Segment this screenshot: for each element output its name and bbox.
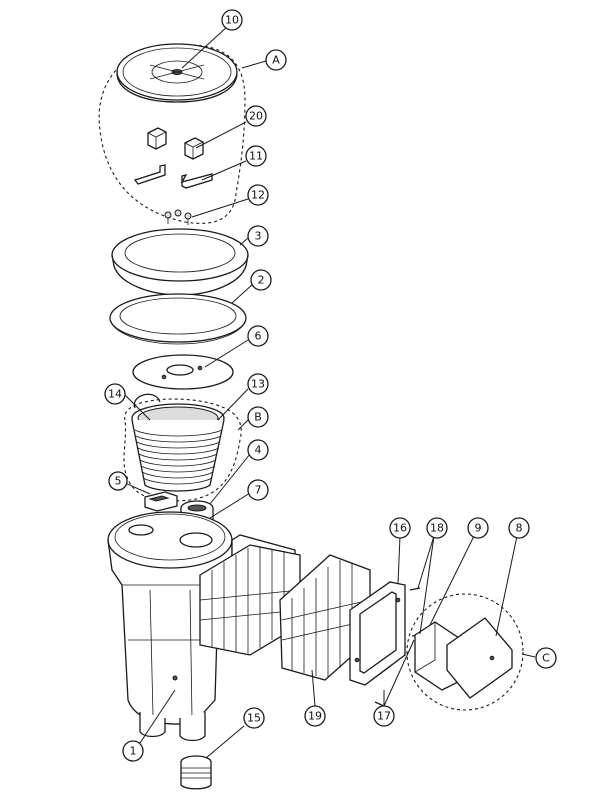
callout-7: 7 (247, 479, 269, 501)
svg-text:20: 20 (249, 110, 263, 123)
part-11-brackets (133, 164, 213, 189)
part-10-lid (116, 43, 238, 103)
part-3-collar (111, 228, 249, 296)
svg-text:18: 18 (430, 522, 444, 535)
callout-15: 15 (243, 707, 265, 729)
callout-4: 4 (247, 439, 269, 461)
part-2-gasket (109, 293, 247, 345)
group-c-boundary (406, 593, 524, 711)
part-13-basket (131, 393, 225, 492)
svg-text:10: 10 (225, 14, 239, 27)
leader-lines (123, 25, 536, 759)
svg-text:14: 14 (108, 388, 122, 401)
svg-text:17: 17 (377, 710, 391, 723)
callout-12: 12 (247, 184, 269, 206)
callout-14: 14 (104, 383, 126, 405)
svg-text:13: 13 (251, 378, 265, 391)
callout-c: C (535, 647, 557, 669)
svg-text:6: 6 (255, 330, 262, 343)
svg-text:3: 3 (255, 230, 262, 243)
svg-text:5: 5 (115, 475, 122, 488)
callout-13: 13 (247, 373, 269, 395)
group-b-boundary (123, 398, 242, 502)
svg-text:1: 1 (130, 745, 137, 758)
part-12-pins (164, 209, 192, 225)
svg-text:B: B (254, 411, 262, 424)
callout-16: 16 (389, 517, 411, 539)
group-a-boundary (98, 44, 246, 224)
svg-text:11: 11 (249, 150, 263, 163)
svg-text:A: A (272, 54, 280, 67)
part-8-weir-door (446, 617, 513, 699)
svg-text:C: C (542, 652, 550, 665)
callout-18: 18 (426, 517, 448, 539)
callout-10: 10 (221, 9, 243, 31)
callout-3: 3 (247, 225, 269, 247)
extension-throat (199, 544, 301, 656)
callout-11: 11 (245, 145, 267, 167)
callout-19: 19 (304, 705, 326, 727)
svg-text:16: 16 (393, 522, 407, 535)
part-6-plate (132, 354, 234, 390)
part-15-adapter (180, 755, 212, 790)
callout-5: 5 (108, 471, 128, 491)
callout-2: 2 (250, 269, 272, 291)
callout-20: 20 (245, 105, 267, 127)
svg-text:7: 7 (255, 484, 262, 497)
callout-8: 8 (508, 517, 530, 539)
callout-9: 9 (467, 517, 489, 539)
svg-text:8: 8 (516, 522, 523, 535)
part-20-clips (147, 127, 204, 160)
callout-a: A (265, 49, 287, 71)
svg-text:15: 15 (247, 712, 261, 725)
callout-1: 1 (122, 740, 144, 762)
svg-text:19: 19 (308, 710, 322, 723)
svg-text:2: 2 (258, 274, 265, 287)
callout-b: B (247, 406, 269, 428)
svg-text:4: 4 (255, 444, 262, 457)
callout-17: 17 (373, 705, 395, 727)
callout-6: 6 (247, 325, 269, 347)
part-1-body (107, 511, 233, 742)
part-5-float (144, 491, 178, 512)
svg-text:12: 12 (251, 189, 265, 202)
part-16-faceplate (349, 581, 406, 686)
svg-text:9: 9 (475, 522, 482, 535)
